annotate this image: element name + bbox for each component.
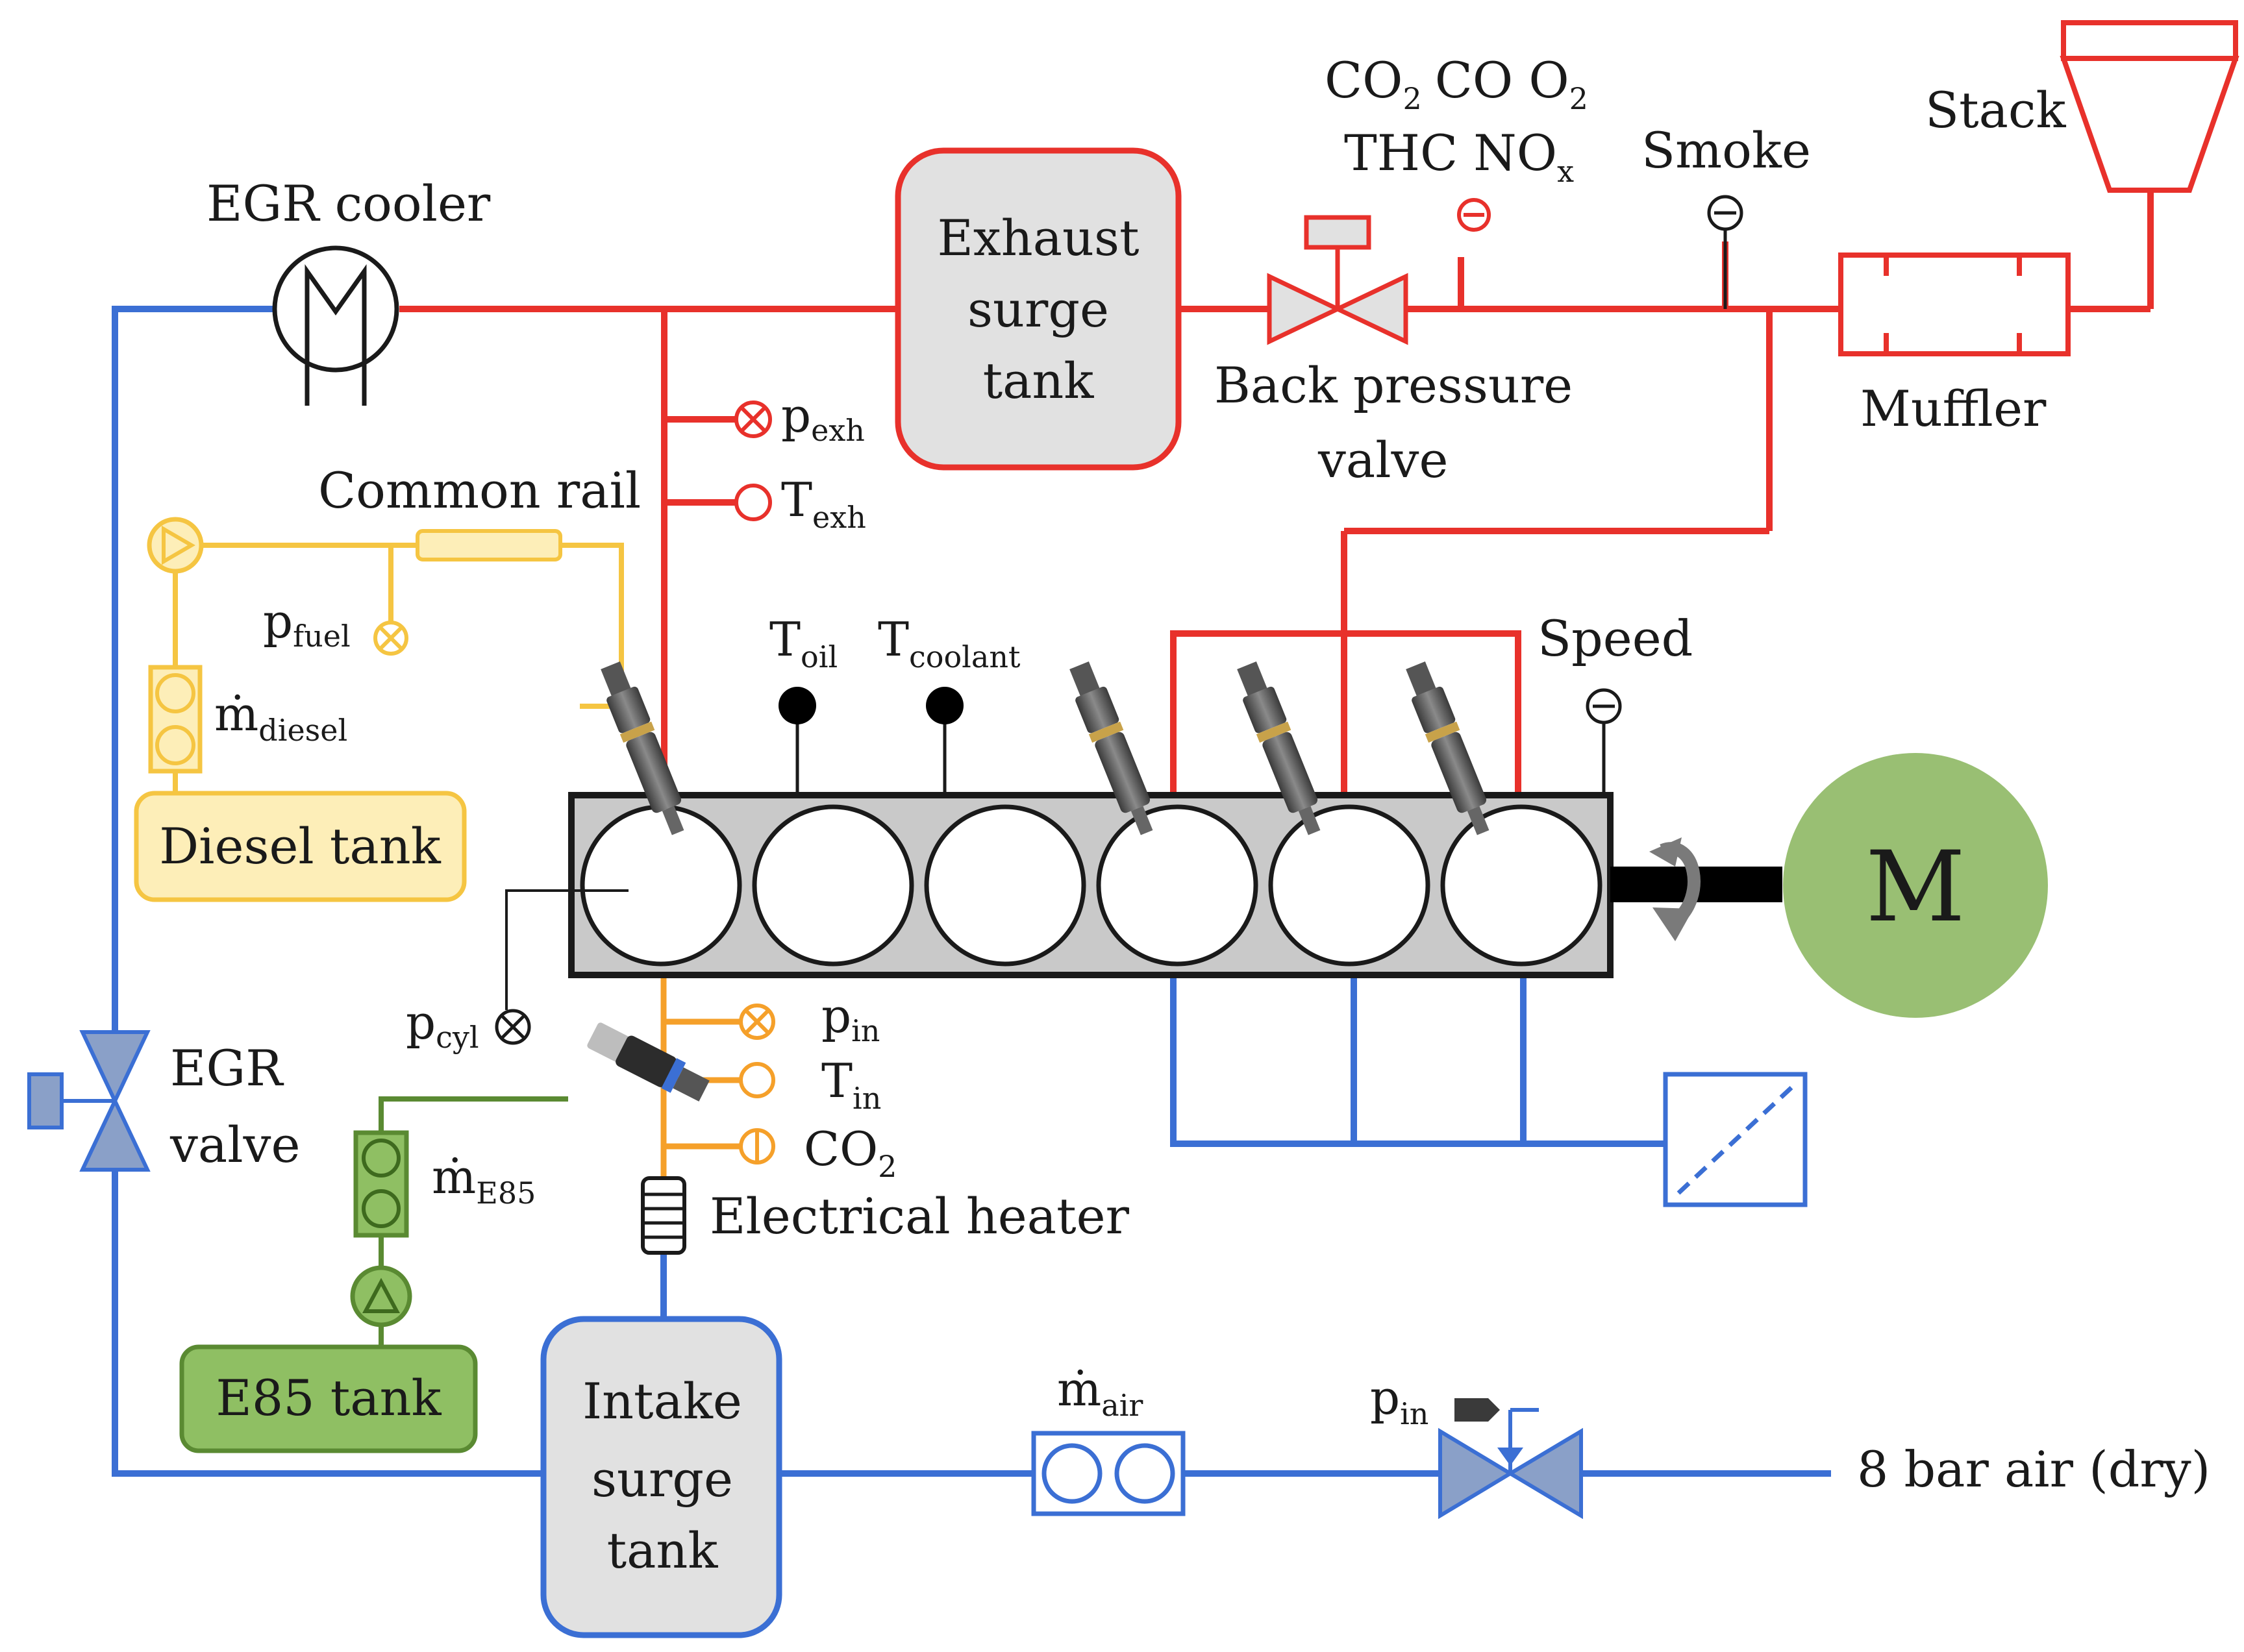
e85-tank — [179, 1344, 478, 1453]
egr-cooler-label: EGR cooler — [206, 175, 491, 232]
common-rail-label: Common rail — [318, 462, 641, 519]
p-fuel-sensor-icon — [373, 621, 408, 656]
t-coolant-sensor-icon — [926, 687, 964, 795]
m-air-label: ṁair — [1057, 1362, 1143, 1423]
intake-tank-label-1: Intake — [582, 1372, 742, 1430]
rotation-arrow-icon — [1649, 837, 1701, 941]
p-fuel-label: pfuel — [263, 594, 351, 654]
intake-lines — [112, 306, 1831, 1477]
exhaust-tank-label-2: surge — [967, 280, 1109, 338]
egr-cooler-icon — [272, 245, 399, 406]
back-pressure-valve-label-1: Back pressure — [1214, 356, 1573, 414]
common-rail-icon — [416, 529, 562, 561]
engine-block — [568, 792, 1614, 978]
p-exh-sensor-icon — [734, 401, 772, 438]
p-in-regulator-label: pin — [1370, 1370, 1428, 1431]
air-supply-label: 8 bar air (dry) — [1857, 1440, 2210, 1498]
t-oil-label: Toil — [769, 612, 838, 674]
p-cyl-sensor-icon — [495, 889, 629, 1045]
stack-icon — [2060, 20, 2239, 193]
intake-tank-label-2: surge — [592, 1450, 733, 1508]
muffler-icon — [1838, 253, 2071, 356]
diesel-pump-icon — [147, 517, 204, 574]
cylinder-2 — [752, 804, 914, 967]
speed-sensor-icon — [1586, 688, 1622, 795]
diesel-flow-meter-icon — [148, 665, 203, 774]
e85-flow-meter-icon — [353, 1130, 409, 1238]
back-pressure-valve-label-2: valve — [1317, 431, 1448, 489]
p-cyl-label: pcyl — [406, 995, 479, 1055]
filter-icon — [1663, 1072, 1808, 1207]
co2-in-label: CO2 — [804, 1122, 897, 1184]
e85-lines — [379, 1096, 568, 1347]
cylinder-6 — [1440, 804, 1602, 967]
e85-tank-label: E85 tank — [216, 1369, 442, 1427]
t-in-label: Tin — [821, 1054, 881, 1116]
smoke-sensor-icon — [1707, 195, 1743, 309]
intake-tank-label-3: tank — [607, 1522, 719, 1579]
e85-port-injector-icon — [587, 1022, 710, 1102]
egr-valve-label-1: EGR — [170, 1039, 284, 1097]
electrical-heater-icon — [641, 1176, 686, 1255]
p-in-label: pin — [821, 989, 880, 1048]
egr-valve-label-2: valve — [169, 1116, 300, 1174]
diesel-tank-label: Diesel tank — [159, 817, 441, 875]
pressure-regulator-icon — [1438, 1398, 1583, 1520]
egr-valve-icon — [27, 1030, 151, 1172]
t-in-sensor-icon — [739, 1062, 775, 1098]
t-coolant-label: Tcoolant — [878, 612, 1021, 674]
e85-pump-icon — [350, 1265, 412, 1327]
p-exh-label: pexh — [781, 388, 865, 448]
exhaust-tank-label-1: Exhaust — [937, 209, 1139, 267]
t-exh-label: Texh — [781, 473, 866, 535]
m-diesel-label: ṁdiesel — [214, 687, 347, 748]
motor-label: M — [1865, 831, 1965, 944]
stack-label: Stack — [1925, 81, 2066, 139]
cylinder-4 — [1096, 804, 1258, 967]
exhaust-tank-label-3: tank — [983, 352, 1095, 410]
diesel-tank — [134, 791, 467, 902]
dynamometer-motor-icon — [1783, 753, 2048, 1018]
cylinders — [580, 804, 1602, 967]
m-e85-label: ṁE85 — [432, 1150, 536, 1211]
t-exh-sensor-icon — [734, 484, 772, 521]
electrical-heater-label: Electrical heater — [710, 1187, 1130, 1245]
air-flow-meter-icon — [1031, 1431, 1186, 1516]
exhaust-surge-tank — [895, 147, 1182, 471]
gas-analyzer-sensor-icon — [1457, 198, 1491, 232]
co2-in-sensor-icon — [739, 1128, 775, 1165]
back-pressure-valve-icon — [1267, 215, 1408, 345]
diesel-lines — [173, 543, 624, 793]
gas-analyzer-label-line2: THC NOx — [1344, 124, 1574, 189]
p-in-sensor-icon — [739, 1004, 775, 1040]
t-oil-sensor-icon — [779, 687, 816, 795]
intake-surge-tank — [540, 1316, 782, 1638]
muffler-label: Muffler — [1860, 380, 2047, 438]
cylinder-1 — [580, 804, 742, 967]
cylinder-3 — [924, 804, 1086, 967]
cylinder-5 — [1268, 804, 1430, 967]
smoke-label: Smoke — [1641, 121, 1811, 179]
speed-label: Speed — [1538, 610, 1693, 667]
